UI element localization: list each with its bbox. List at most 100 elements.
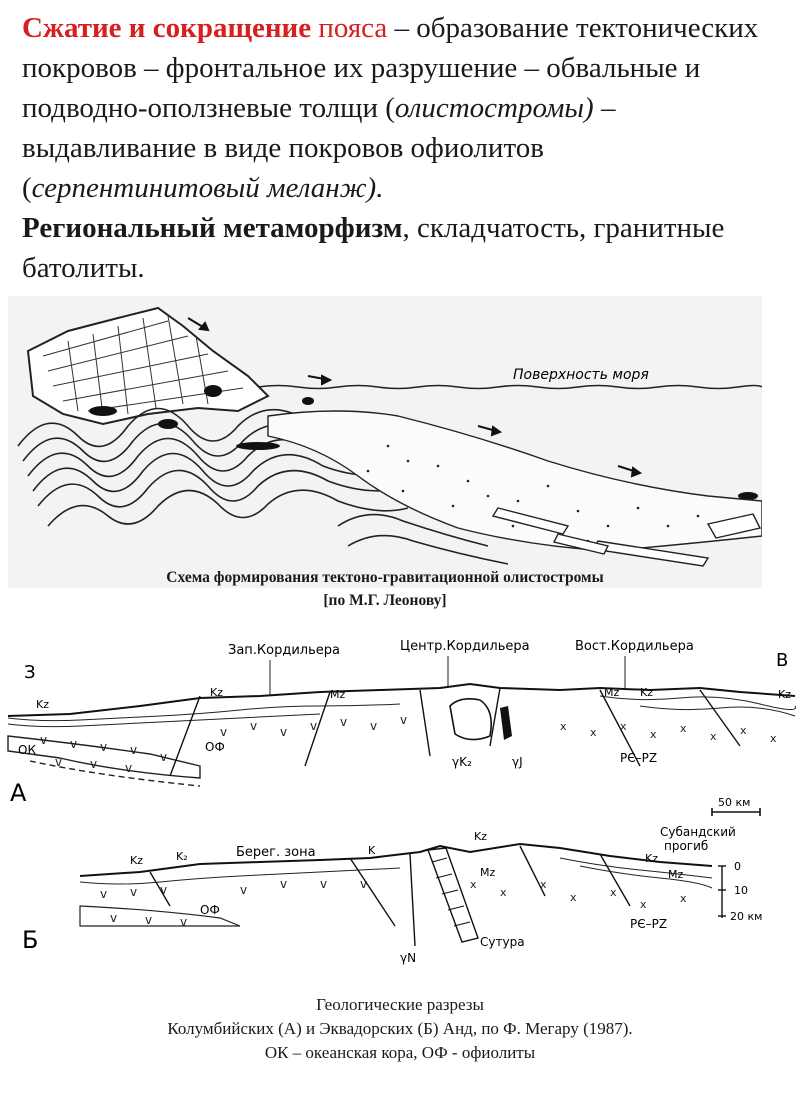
kz-label-a3: Kz	[640, 686, 653, 699]
svg-text:v: v	[310, 719, 317, 733]
kz-label-b1: Kz	[130, 854, 143, 867]
section-a-topography	[8, 684, 795, 716]
coast-zone-label: Берег. зона	[236, 845, 316, 860]
intro-olistostromes: олистостромы)	[395, 92, 594, 124]
svg-text:v: v	[145, 913, 152, 927]
mz-label-a2: Mz	[604, 686, 619, 699]
svg-text:v: v	[110, 911, 117, 925]
sections-caption-line3: ОК – океанская кора, ОФ - офиолиты	[0, 1041, 800, 1065]
granite-kz-label: γK₂	[452, 755, 472, 769]
pe-pz-label-a: PЄ–PZ	[620, 751, 657, 765]
sections-caption-line2: Колумбийских (А) и Эквадорских (Б) Анд, …	[0, 1017, 800, 1041]
sections-caption-line1: Геологические разрезы	[0, 993, 800, 1017]
olistostrome-scheme: Поверхность моря	[8, 296, 762, 588]
svg-text:v: v	[250, 719, 257, 733]
depth-20: 20 км	[730, 910, 762, 923]
svg-text:v: v	[100, 887, 107, 901]
mz-label-a1: Mz	[330, 688, 345, 701]
geological-sections: З В Зап.Кордильера Центр.Кордильера Вост…	[0, 626, 800, 986]
svg-text:v: v	[220, 725, 227, 739]
trough-label: прогиб	[664, 839, 708, 853]
suture-label: Сутура	[480, 935, 525, 949]
scheme-caption-line2: [по М.Г. Леонову]	[8, 589, 762, 612]
svg-text:v: v	[90, 757, 97, 771]
sections-caption: Геологические разрезы Колумбийских (А) и…	[0, 993, 800, 1065]
svg-text:x: x	[650, 728, 657, 741]
section-b-letter: Б	[22, 926, 38, 954]
black-intrusion	[500, 706, 512, 740]
svg-text:v: v	[340, 715, 347, 729]
olistostrome-body	[268, 411, 762, 551]
kz-label-a2: Kz	[210, 686, 223, 699]
svg-text:x: x	[610, 886, 617, 899]
intro-melange: серпентинитовый меланж).	[32, 172, 384, 204]
section-a-letter: А	[10, 779, 27, 807]
sea-surface-label: Поверхность моря	[513, 367, 649, 383]
svg-text:v: v	[100, 740, 107, 754]
subandean-label: Субандский	[660, 825, 736, 839]
east-cordillera-label: Вост.Кордильера	[575, 639, 694, 654]
granite-pluton	[450, 699, 491, 740]
kz-label-b3: Kz	[645, 852, 658, 865]
scheme-caption-line1: Схема формирования тектоно-гравитационно…	[8, 566, 762, 589]
depth-0: 0	[734, 860, 741, 873]
of-label-b: ОФ	[200, 903, 220, 917]
section-b-faults	[150, 846, 630, 946]
granite-j-label: γJ	[512, 755, 523, 769]
svg-text:x: x	[710, 730, 717, 743]
olistostrome-drawing: Поверхность моря	[8, 296, 762, 588]
depth-10: 10	[734, 884, 748, 897]
svg-text:x: x	[560, 720, 567, 733]
section-a: З В Зап.Кордильера Центр.Кордильера Вост…	[8, 639, 796, 807]
intro-text: Сжатие и сокращение пояса – образование …	[22, 8, 782, 288]
svg-text:x: x	[680, 722, 687, 735]
intro-term-compression: Сжатие и сокращение	[22, 12, 311, 44]
svg-text:x: x	[590, 726, 597, 739]
section-a-west: З	[24, 662, 36, 683]
svg-text:v: v	[400, 713, 407, 727]
depth-axis	[718, 866, 726, 918]
central-cordillera-label: Центр.Кордильера	[400, 639, 530, 654]
svg-text:x: x	[570, 891, 577, 904]
k2-label-b: K₂	[176, 850, 188, 863]
svg-text:x: x	[640, 898, 647, 911]
svg-text:v: v	[280, 725, 287, 739]
svg-text:v: v	[70, 737, 77, 751]
kz-label-a4: Kz	[778, 688, 791, 701]
svg-text:v: v	[320, 877, 327, 891]
svg-text:v: v	[130, 885, 137, 899]
scale-bar: 50 км	[712, 796, 760, 816]
section-b-topography	[80, 844, 712, 876]
granite-n-label: γN	[400, 951, 416, 965]
suture-zone	[428, 848, 478, 942]
of-label-a: ОФ	[205, 740, 225, 754]
kz-label-b2: Kz	[474, 830, 487, 843]
svg-text:v: v	[370, 719, 377, 733]
svg-text:v: v	[125, 761, 132, 775]
mz-label-b2: Mz	[668, 868, 683, 881]
scheme-caption: Схема формирования тектоно-гравитационно…	[8, 566, 762, 612]
svg-text:x: x	[500, 886, 507, 899]
svg-text:v: v	[160, 750, 167, 764]
svg-text:v: v	[40, 733, 47, 747]
svg-text:v: v	[55, 755, 62, 769]
ok-label: ОК	[18, 743, 36, 757]
svg-text:v: v	[240, 883, 247, 897]
svg-text:x: x	[470, 878, 477, 891]
pe-pz-label-b: PЄ–PZ	[630, 917, 667, 931]
svg-text:x: x	[740, 724, 747, 737]
sea-surface-line	[258, 386, 762, 389]
svg-text:x: x	[770, 732, 777, 745]
svg-text:x: x	[680, 892, 687, 905]
scale-label: 50 км	[718, 796, 750, 809]
mz-label-b1: Mz	[480, 866, 495, 879]
svg-text:v: v	[280, 877, 287, 891]
sections-drawing: З В Зап.Кордильера Центр.Кордильера Вост…	[0, 626, 800, 986]
kz-label-a1: Kz	[36, 698, 49, 711]
k-label-b: K	[368, 844, 376, 857]
svg-text:v: v	[180, 915, 187, 929]
section-a-east: В	[776, 650, 788, 671]
